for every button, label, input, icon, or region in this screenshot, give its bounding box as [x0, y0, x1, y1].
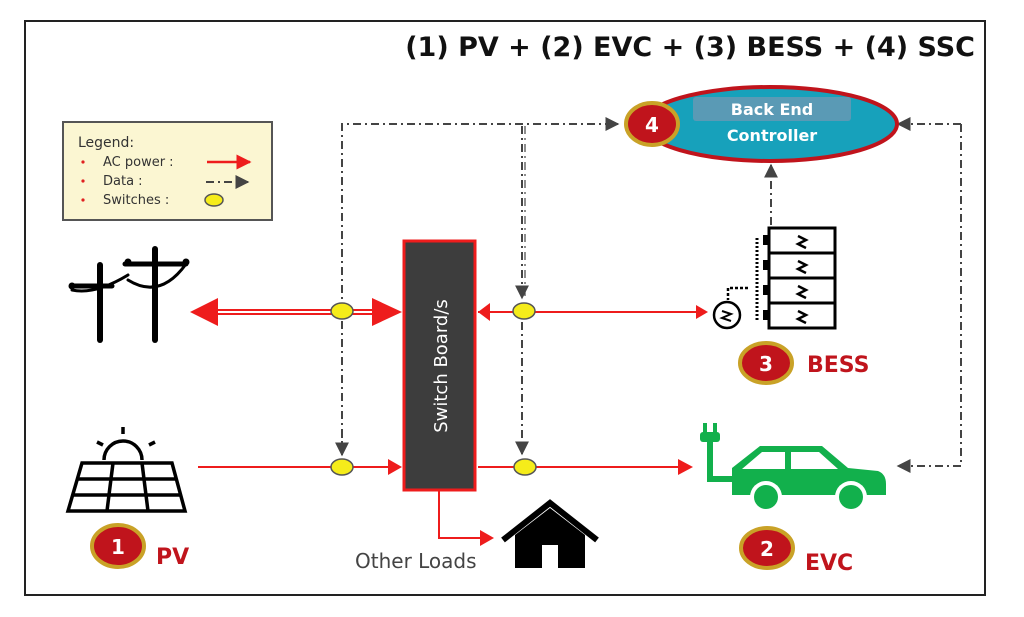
solar-panel-icon — [65, 427, 188, 513]
bess-badge — [738, 341, 794, 385]
switch-pv[interactable] — [330, 458, 354, 476]
switch-grid[interactable] — [330, 302, 354, 320]
controller-label-highlight — [693, 97, 851, 121]
bess-label: 3 BESS — [738, 341, 870, 385]
switch-board-label: Switch Board/s — [431, 299, 452, 433]
evc-label-text: EVC — [805, 551, 853, 576]
pv-label: 1 PV — [90, 523, 189, 570]
legend-item-ac-power: AC power : — [103, 155, 174, 170]
legend: Legend: AC power : Data : Switches : — [62, 121, 273, 221]
legend-box — [62, 121, 273, 221]
controller-badge-number: 4 — [645, 113, 659, 137]
pv-badge-number: 1 — [111, 535, 125, 559]
other-loads-label: Other Loads — [355, 549, 477, 573]
ac-power-lines — [190, 298, 708, 546]
ev-car-icon — [700, 423, 886, 513]
evc-badge-number: 2 — [760, 537, 774, 561]
house-icon — [501, 499, 599, 568]
legend-bullet — [81, 198, 85, 202]
switches — [330, 302, 537, 476]
controller-label-line1: Back End — [731, 100, 813, 119]
evc-badge — [739, 526, 795, 570]
pv-badge — [90, 523, 146, 569]
data-line-controller-to-evc — [896, 124, 962, 473]
back-end-controller: Back End Controller 4 — [624, 85, 899, 163]
switch-board-box — [402, 239, 477, 492]
grid-arrow-right-icon — [372, 298, 402, 326]
controller-badge — [624, 101, 680, 147]
legend-bullet — [81, 160, 85, 164]
switch-board: Switch Board/s — [402, 239, 477, 492]
legend-item-switches: Switches : — [103, 193, 169, 208]
switch-evc[interactable] — [513, 458, 537, 476]
grid-arrow-left-icon — [190, 298, 218, 326]
legend-bullet — [81, 179, 85, 183]
legend-item-data: Data : — [103, 174, 143, 189]
legend-switch-icon — [204, 193, 224, 207]
bess-label-text: BESS — [807, 353, 870, 378]
diagram-title: (1) PV + (2) EVC + (3) BESS + (4) SSC — [405, 32, 975, 63]
data-line-controller-to-left-switches — [341, 117, 620, 455]
battery-storage-icon — [712, 226, 837, 330]
switch-bess[interactable] — [512, 302, 536, 320]
pv-label-text: PV — [156, 545, 189, 570]
evc-label: 2 EVC — [739, 526, 853, 576]
utility-pole-icon — [68, 246, 190, 343]
controller-label-line2: Controller — [727, 126, 817, 145]
data-lines — [335, 117, 962, 473]
ac-line-other-loads — [438, 490, 484, 539]
bess-badge-number: 3 — [759, 352, 773, 376]
legend-heading: Legend: — [78, 135, 134, 151]
